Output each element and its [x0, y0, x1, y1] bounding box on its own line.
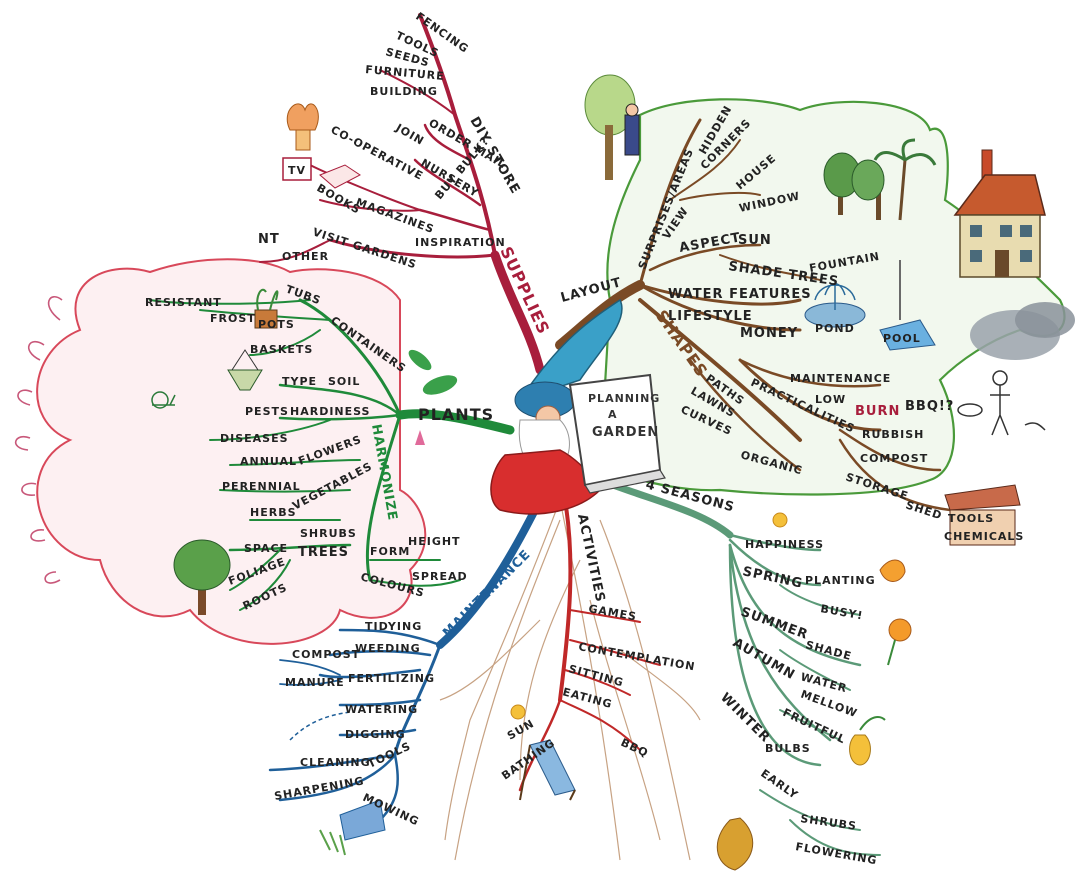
seasons-busy: BUSY!: [819, 602, 864, 622]
plants-annual: ANNUAL: [240, 455, 297, 468]
layout-maintenance: MAINTENANCE: [790, 372, 891, 385]
layout-compost: COMPOST: [860, 452, 928, 465]
supplies-visit-gardens: VISIT GARDENS: [311, 225, 418, 271]
seasons-summer: SUMMER: [739, 605, 811, 643]
layout-burn: BURN: [855, 404, 900, 419]
activities-sitting: SITTING: [567, 662, 625, 689]
seasons-shade: SHADE: [804, 638, 853, 663]
spring-flower-illustration: [880, 560, 905, 581]
plants-main-label: PLANTS: [418, 405, 494, 424]
seasons-spring: SPRING: [741, 564, 804, 591]
supplies-inspiration: INSPIRATION: [415, 236, 506, 249]
plants-trees: TREES: [298, 545, 349, 560]
plants-form: FORM: [370, 545, 410, 558]
layout-pond: POND: [815, 322, 855, 335]
supplies-tv: TV: [288, 164, 306, 177]
summer-flower-illustration: [888, 619, 911, 665]
maintenance-main-label: MAINTENANCE: [440, 547, 534, 641]
maintenance-watering: WATERING: [345, 703, 418, 716]
activities-sun: SUN: [505, 717, 537, 743]
maintenance-weeding: WEEDING: [355, 642, 421, 655]
supplies-building: BUILDING: [370, 85, 438, 98]
seasons-winter: WINTER: [717, 690, 773, 746]
plants-hardiness: HARDINESS: [290, 405, 370, 418]
layout-rubbish: RUBBISH: [862, 428, 924, 441]
supplies-nt: NT: [258, 232, 280, 247]
bbq-person-illustration: [958, 371, 1045, 435]
center-title-line2: A: [608, 408, 618, 421]
maintenance-sharpening: SHARPENING: [273, 774, 365, 803]
layout-shed: SHED: [904, 498, 944, 522]
plants-pots: POTS: [258, 318, 295, 331]
seasons-planting: PLANTING: [805, 574, 876, 587]
layout-water-features: WATER FEATURES: [668, 287, 812, 302]
house-illustration: [955, 150, 1045, 277]
layout-low: LOW: [815, 393, 846, 406]
layout-lifestyle: LIFESTYLE: [668, 309, 753, 324]
surprise-tree-illustration: [585, 75, 639, 180]
plants-frost: FROST: [210, 312, 256, 325]
plants-type: TYPE: [282, 375, 317, 388]
pear-illustration: [850, 717, 885, 765]
plants-height: HEIGHT: [408, 535, 461, 548]
supplies-books: BOOKS: [315, 181, 364, 217]
plants-baskets: BASKETS: [250, 343, 313, 356]
maintenance-fertilizing: FERTILIZING: [348, 672, 435, 685]
seasons-bulbs: BULBS: [765, 742, 811, 755]
maintenance-manure: MANURE: [285, 676, 345, 689]
maintenance-digging: DIGGING: [345, 728, 406, 741]
layout-bbq: BBQ!?: [905, 399, 954, 414]
activities-eating: EATING: [561, 685, 614, 711]
seasons-shrubs: SHRUBS: [800, 812, 858, 833]
sun-happiness-icon: [773, 513, 787, 527]
supplies-other: OTHER: [282, 250, 329, 263]
supplies-furniture: FURNITURE: [365, 63, 445, 83]
plants-herbs: HERBS: [250, 506, 297, 519]
plants-perennial: PERENNIAL: [222, 480, 301, 493]
seasons-branches: [600, 480, 880, 855]
maintenance-compost: COMPOST: [292, 648, 360, 661]
maintenance-cleaning: CLEANING: [300, 756, 371, 769]
layout-sun: SUN: [738, 233, 772, 248]
plants-resistant: RESISTANT: [145, 296, 222, 309]
activities-bbq: BBQ: [619, 736, 651, 760]
plants-shrubs: SHRUBS: [300, 527, 357, 540]
center-title-line3: GARDEN: [592, 425, 659, 440]
maintenance-tidying: TIDYING: [365, 620, 422, 633]
plants-diseases: DISEASES: [220, 432, 289, 445]
leaf-illustration: [717, 818, 752, 870]
plant-pot-top-illustration: [287, 104, 318, 150]
maintenance-tools: TOOLS: [366, 739, 413, 770]
plant-leaves-illustration: [405, 346, 459, 445]
center-title-line1: PLANNING: [588, 392, 660, 405]
plants-soil: SOIL: [328, 375, 360, 388]
sun-small-illustration: [511, 705, 525, 719]
seasons-early: EARLY: [758, 767, 801, 802]
plants-pests: PESTS: [245, 405, 289, 418]
plants-space: SPACE: [244, 542, 288, 555]
layout-tools: TOOLS: [948, 512, 994, 525]
layout-pool: POOL: [883, 332, 921, 345]
plants-spread: SPREAD: [412, 570, 468, 583]
layout-chemicals: CHEMICALS: [944, 530, 1024, 543]
supplies-join: JOIN: [393, 121, 427, 148]
layout-money: MONEY: [740, 326, 798, 341]
seasons-happiness: HAPPINESS: [745, 538, 824, 551]
seasons-flowering: FLOWERING: [794, 840, 878, 867]
